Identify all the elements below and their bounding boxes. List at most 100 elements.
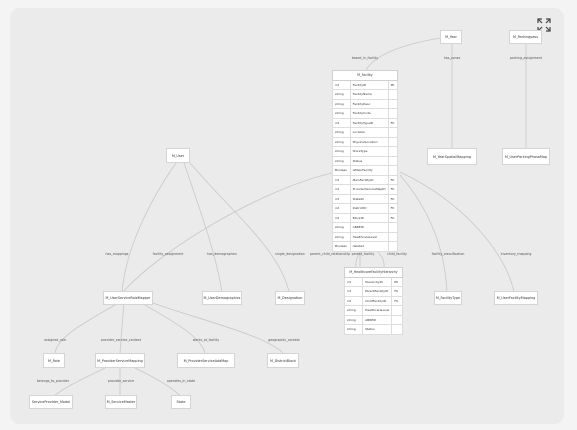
- fullscreen-icon[interactable]: [537, 18, 551, 32]
- edge-label-has-mappings: has_mappings: [105, 252, 129, 256]
- facility-field-field: DistrictID: [349, 203, 389, 214]
- node-provider-service-mapping[interactable]: M_ProviderServiceMapping: [95, 353, 145, 368]
- node-user-facility-mapping[interactable]: M_UserFacilityMapping: [494, 291, 538, 305]
- edge-label-facility-classification: facility_classification: [431, 252, 465, 256]
- facility-field-key: FK: [387, 117, 399, 128]
- node-designation[interactable]: M_Designation: [275, 291, 305, 305]
- facility-field-field: HealthcareLevel: [349, 231, 389, 242]
- facility-field-field: StateID: [349, 193, 389, 204]
- hierarchy-field-key: FK: [391, 286, 403, 297]
- facility-field-type: int: [332, 174, 351, 185]
- facility-field-type: string: [332, 136, 351, 147]
- hierarchy-field-key: FK: [391, 295, 403, 306]
- facility-field-field: BlockID: [349, 212, 389, 223]
- facility-field-field: FacilityName: [349, 89, 389, 100]
- facility-field-type: int: [332, 79, 351, 90]
- facility-field-field: FacilityDesc: [349, 98, 389, 109]
- node-service-provider-model[interactable]: ServiceProvider_Model: [29, 395, 73, 409]
- hierarchy-field-field: HierarchyID: [362, 276, 393, 287]
- entity-hierarchy-title: M_HealthcareFacilityHierarchy: [344, 267, 403, 278]
- facility-field-key: FK: [387, 174, 399, 185]
- facility-field-key: [387, 98, 399, 109]
- entity-facility-title: M_Facility: [332, 70, 398, 81]
- node-service-master[interactable]: M_ServiceMaster: [105, 395, 137, 409]
- facility-field-type: string: [332, 127, 351, 138]
- facility-field-type: string: [332, 89, 351, 100]
- edge-facility-classification: [399, 174, 448, 293]
- facility-field-key: FK: [387, 203, 399, 214]
- facility-field-field: PhysicalLocation: [349, 136, 389, 147]
- hierarchy-field-key: [391, 305, 403, 316]
- edge-has-demographics: [183, 162, 223, 293]
- edge-inventory-mapping: [399, 171, 515, 293]
- node-user-parking-phase-map[interactable]: M_UserParkingPhaseMap: [502, 148, 550, 165]
- facility-field-type: string: [332, 231, 351, 242]
- entity-healthcare-facility-hierarchy[interactable]: M_HealthcareFacilityHierarchy int Hierarc…: [343, 267, 403, 335]
- facility-field-key: [387, 136, 399, 147]
- edge-provider-service-context: [119, 301, 125, 354]
- facility-field-field: ABREID: [349, 222, 389, 233]
- facility-field-type: string: [332, 108, 351, 119]
- facility-field-field: isMainFacility: [349, 165, 389, 176]
- edge-label-facility-assignment: facility_assignment: [152, 252, 184, 256]
- hierarchy-field-key: [391, 324, 403, 335]
- node-state[interactable]: State: [171, 395, 191, 409]
- facility-field-field: ProviderServiceMapID: [349, 184, 389, 195]
- facility-field-key: [387, 89, 399, 100]
- node-year-spatial-mapping[interactable]: M_YearSpatialMapping: [427, 148, 477, 165]
- facility-field-field: MainFacilityID: [349, 174, 389, 185]
- edge-facility-assignment: [121, 172, 333, 294]
- hierarchy-field-field: ParentFacilityID: [362, 286, 393, 297]
- facility-field-key: FK: [387, 212, 399, 223]
- facility-field-type: int: [332, 203, 351, 214]
- node-district-block[interactable]: M_DistrictBlock: [267, 353, 299, 368]
- node-facility-type[interactable]: M_FacilityType: [434, 291, 462, 305]
- facility-field-field: deleted: [349, 241, 389, 252]
- edge-label-inventory-mapping: inventory_mapping: [500, 252, 532, 256]
- edge-label-provider-service-context: provider_service_context: [101, 338, 141, 342]
- facility-field-type: int: [332, 184, 351, 195]
- facility-field-key: FK: [387, 193, 399, 204]
- facility-field-field: Location: [349, 127, 389, 138]
- facility-field-type: int: [332, 193, 351, 204]
- facility-field-key: [387, 241, 399, 252]
- node-user-demographics[interactable]: M_UserDemographics: [202, 291, 242, 305]
- edge-single-designation: [189, 162, 290, 293]
- facility-field-key: [387, 155, 399, 166]
- node-parking-pass[interactable]: M_Parkingpass: [509, 30, 542, 44]
- node-user-service-role-mapper[interactable]: M_UserServiceRoleMapper: [103, 291, 153, 305]
- facility-field-type: Boolean: [332, 241, 351, 252]
- hierarchy-field-field: ChildFacilityID: [362, 295, 393, 306]
- hierarchy-field-type: int: [343, 295, 364, 306]
- hierarchy-field-type: string: [343, 324, 364, 335]
- node-year[interactable]: M_Year: [440, 30, 462, 44]
- facility-field-key: FK: [387, 184, 399, 195]
- node-user[interactable]: M_User: [166, 148, 190, 163]
- edge-label-assigned-role: assigned_role: [44, 338, 66, 342]
- facility-field-key: [387, 165, 399, 176]
- hierarchy-field-key: [391, 314, 403, 325]
- facility-field-key: [387, 231, 399, 242]
- node-role[interactable]: M_Role: [43, 353, 65, 368]
- hierarchy-field-type: string: [343, 305, 364, 316]
- hierarchy-field-field: Status: [362, 324, 393, 335]
- edge-based-in-facility: [365, 37, 441, 71]
- node-provider-service-add-map[interactable]: M_ProviderServiceAddMap: [177, 353, 235, 368]
- edge-label-operates-in-state: operates_in_state: [166, 379, 196, 383]
